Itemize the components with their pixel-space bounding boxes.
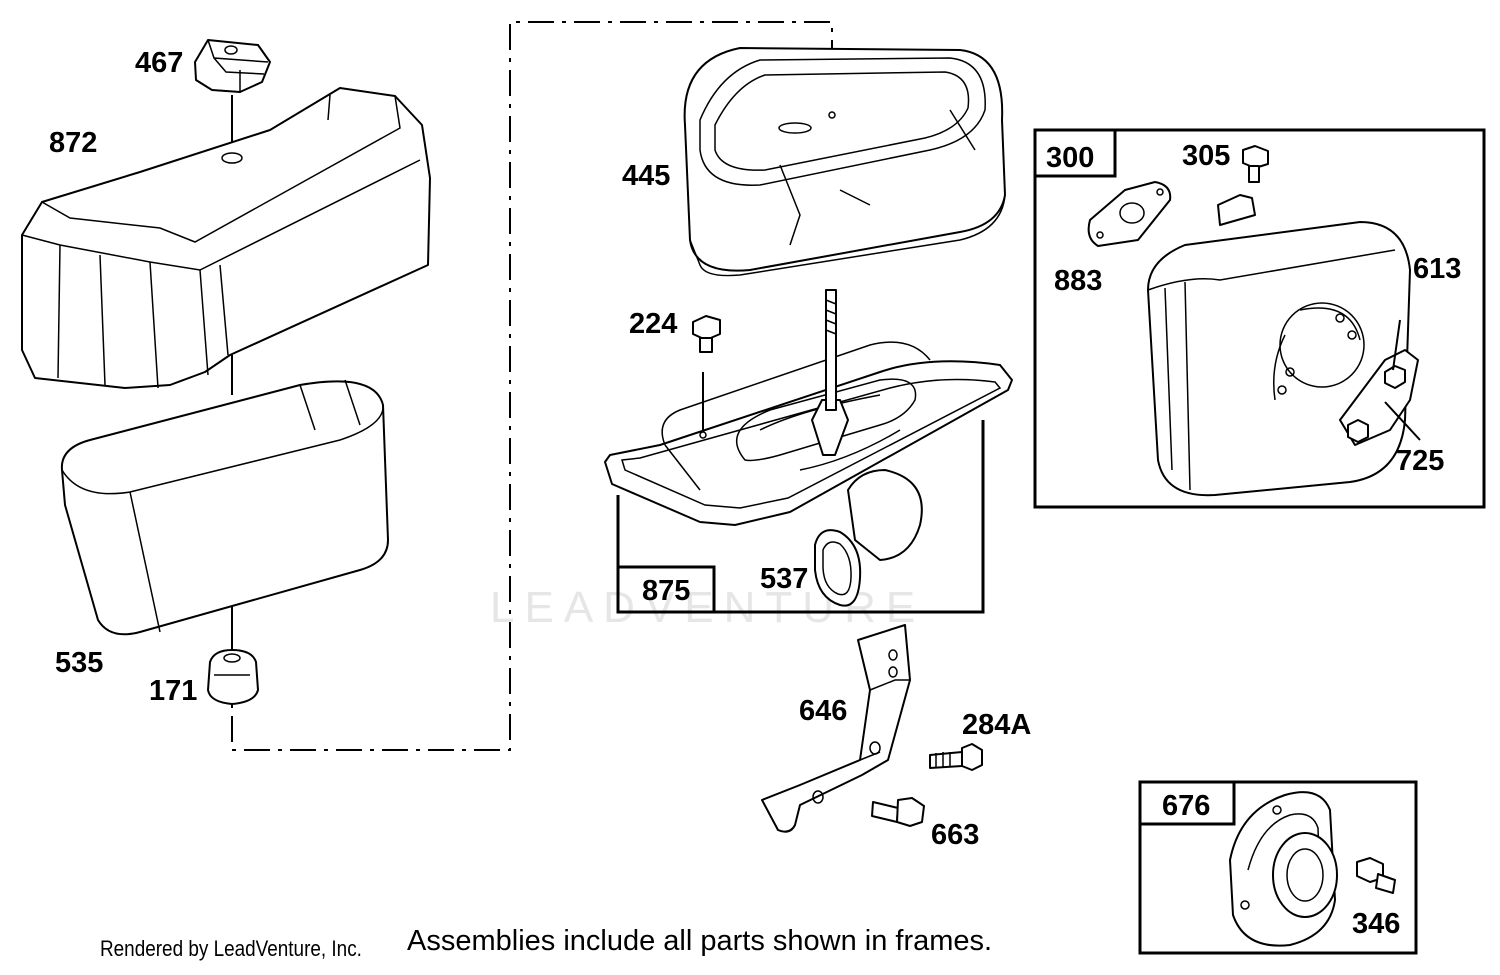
gasket-537: [814, 529, 862, 607]
label-646: 646: [799, 695, 847, 727]
label-300: 300: [1046, 142, 1094, 174]
label-725: 725: [1396, 445, 1444, 477]
label-537: 537: [760, 563, 808, 595]
cover-872: [21, 87, 431, 389]
screw-224: [692, 315, 721, 353]
label-535: 535: [55, 647, 103, 679]
label-346: 346: [1352, 908, 1400, 940]
watermark: LEADVENTURE: [490, 583, 925, 632]
label-467: 467: [135, 47, 183, 79]
label-875: 875: [642, 575, 690, 607]
gasket-883: [1087, 181, 1172, 247]
frame-676-tab: [1138, 780, 1236, 826]
label-445: 445: [622, 160, 670, 192]
frame-875-tab: [616, 565, 716, 614]
label-883: 883: [1054, 265, 1102, 297]
label-872: 872: [49, 127, 97, 159]
label-171: 171: [149, 675, 197, 707]
assembly-note: Assemblies include all parts shown in fr…: [407, 925, 993, 957]
leader-725: [1384, 401, 1421, 441]
muffler: [1147, 194, 1419, 497]
screw-305: [1242, 145, 1269, 183]
screw-346: [1356, 857, 1396, 894]
frame-875: [616, 420, 985, 614]
label-305: 305: [1182, 140, 1230, 172]
credit-text: Rendered by LeadVenture, Inc.: [100, 936, 362, 961]
label-284A: 284A: [962, 709, 1031, 741]
frame-300-tab: [1033, 128, 1117, 178]
label-676: 676: [1162, 790, 1210, 822]
nut-171: [207, 649, 259, 705]
assembly-dash-line: [231, 21, 833, 751]
knob-467: [194, 39, 271, 93]
precleaner-535: [60, 379, 389, 636]
screw-284A: [929, 743, 983, 771]
flange-676: [1229, 791, 1338, 947]
frame-676: [1138, 780, 1418, 955]
leader-613: [1392, 319, 1401, 371]
frame-300: [1033, 128, 1486, 509]
base-875: [604, 289, 1013, 561]
label-613: 613: [1413, 253, 1461, 285]
bracket-646: [761, 624, 911, 833]
label-663: 663: [931, 819, 979, 851]
filter-445: [683, 47, 1006, 277]
screw-663: [871, 797, 925, 827]
label-224: 224: [629, 308, 677, 340]
